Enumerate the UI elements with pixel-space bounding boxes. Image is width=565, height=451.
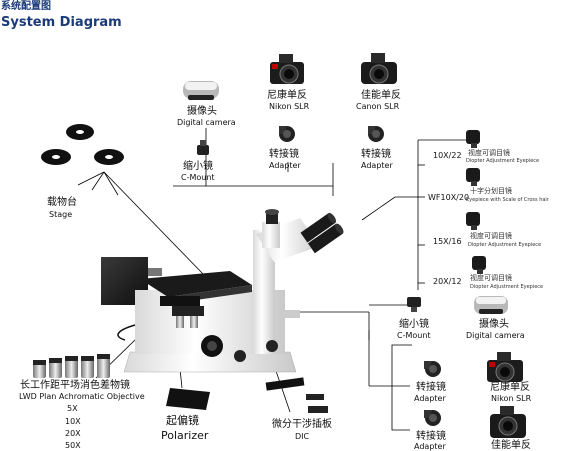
objective-mag-10x: 10X: [65, 417, 81, 426]
eyepiece-mag: 10X/22: [433, 151, 462, 160]
br-nikon-cn: 尼康单反: [490, 382, 530, 393]
objective-mag-50x: 50X: [65, 441, 81, 450]
top-adapter2-cn: 转接镜: [361, 149, 391, 160]
top-adapter1-cn: 转接镜: [269, 149, 299, 160]
top-nikon-en: Nikon SLR: [269, 102, 310, 111]
slr-camera-icon: [490, 406, 526, 438]
br-adapter2-en: Adapter: [414, 442, 446, 451]
top-camera-en: Digital camera: [177, 118, 236, 127]
polarizer-en: Polarizer: [161, 429, 209, 442]
eyepiece-icon: [466, 212, 480, 230]
br-reducer-en: C-Mount: [397, 331, 431, 340]
br-adapter2-cn: 转接镜: [416, 431, 446, 442]
eyepiece-icon: [466, 168, 480, 186]
adapter-icon: [424, 410, 441, 426]
br-canon-cn: 佳能单反: [491, 440, 531, 451]
top-camera-cn: 摄像头: [187, 106, 217, 117]
digital-camera-icon: [183, 81, 219, 100]
top-nikon-cn: 尼康单反: [267, 90, 307, 101]
slr-camera-icon: [270, 54, 304, 84]
adapter-icon: [279, 126, 295, 142]
objective-lens-icon: [65, 356, 78, 378]
reducer-lens-icon: [407, 297, 421, 312]
stage-plate-icon: [66, 124, 94, 140]
eyepiece-icon: [466, 130, 480, 148]
eyepiece-icon: [472, 256, 486, 274]
reducer-lens-icon: [197, 140, 209, 155]
slr-camera-icon: [361, 53, 397, 84]
top-adapter2-en: Adapter: [361, 161, 393, 170]
dic-cn: 微分干涉插板: [272, 419, 332, 430]
eyepiece-mag: 15X/16: [433, 237, 462, 246]
br-reducer-cn: 缩小镜: [399, 319, 429, 330]
br-camera-cn: 摄像头: [479, 319, 509, 330]
top-canon-cn: 佳能单反: [361, 90, 401, 101]
eyepiece-cn: 十字分划目镜: [470, 187, 512, 195]
objective-lens-icon: [81, 356, 94, 378]
eyepiece-en: Eyepiece with Scale of Cross hair: [466, 197, 549, 203]
adapter-icon: [368, 126, 384, 142]
dic-slider-icon: [265, 377, 328, 413]
br-camera-en: Digital camera: [466, 331, 525, 340]
stage-en: Stage: [49, 210, 73, 219]
objective-en: LWD Plan Achromatic Objective: [19, 392, 145, 401]
objective-lens-icon: [97, 354, 110, 378]
microscope-icon: [101, 209, 344, 373]
stage-cn: 载物台: [47, 197, 77, 208]
slr-camera-icon: [487, 352, 523, 382]
objective-lens-icon: [33, 360, 46, 378]
polarizer-icon: [166, 388, 210, 410]
digital-camera-icon: [474, 296, 508, 314]
eyepiece-en: Diopter Adjustment Eyepiece: [466, 158, 540, 164]
dic-en: DIC: [295, 432, 310, 441]
top-reducer-en: C-Mount: [181, 173, 215, 182]
top-canon-en: Canon SLR: [356, 102, 400, 111]
objective-cn: 长工作距平场消色差物镜: [20, 380, 130, 391]
top-reducer-cn: 缩小镜: [183, 161, 213, 172]
title-en: System Diagram: [1, 15, 122, 30]
eyepiece-mag: WF10X/20: [428, 193, 470, 202]
title-cn: 系统配置图: [1, 1, 51, 12]
objective-mag-20x: 20X: [65, 429, 81, 438]
eyepiece-cn: 视度可调目镜: [468, 149, 510, 157]
eyepiece-en: Diopter Adjustment Eyepiece: [468, 242, 542, 248]
adapter-icon: [424, 361, 441, 377]
objective-lens-icon: [49, 358, 62, 378]
eyepiece-cn: 视度可调目镜: [470, 274, 512, 282]
stage-plate-icon: [41, 149, 71, 165]
top-adapter1-en: Adapter: [269, 161, 301, 170]
stage-plate-icon: [94, 149, 124, 165]
polarizer-cn: 起偏镜: [166, 414, 199, 427]
eyepiece-cn: 视度可调目镜: [470, 232, 512, 240]
objective-mag-5x: 5X: [67, 404, 78, 413]
eyepiece-mag: 20X/12: [433, 277, 462, 286]
br-adapter1-cn: 转接镜: [416, 382, 446, 393]
eyepiece-en: Diopter Adjustment Eyepiece: [470, 284, 544, 290]
br-adapter1-en: Adapter: [414, 394, 446, 403]
br-nikon-en: Nikon SLR: [491, 394, 532, 403]
